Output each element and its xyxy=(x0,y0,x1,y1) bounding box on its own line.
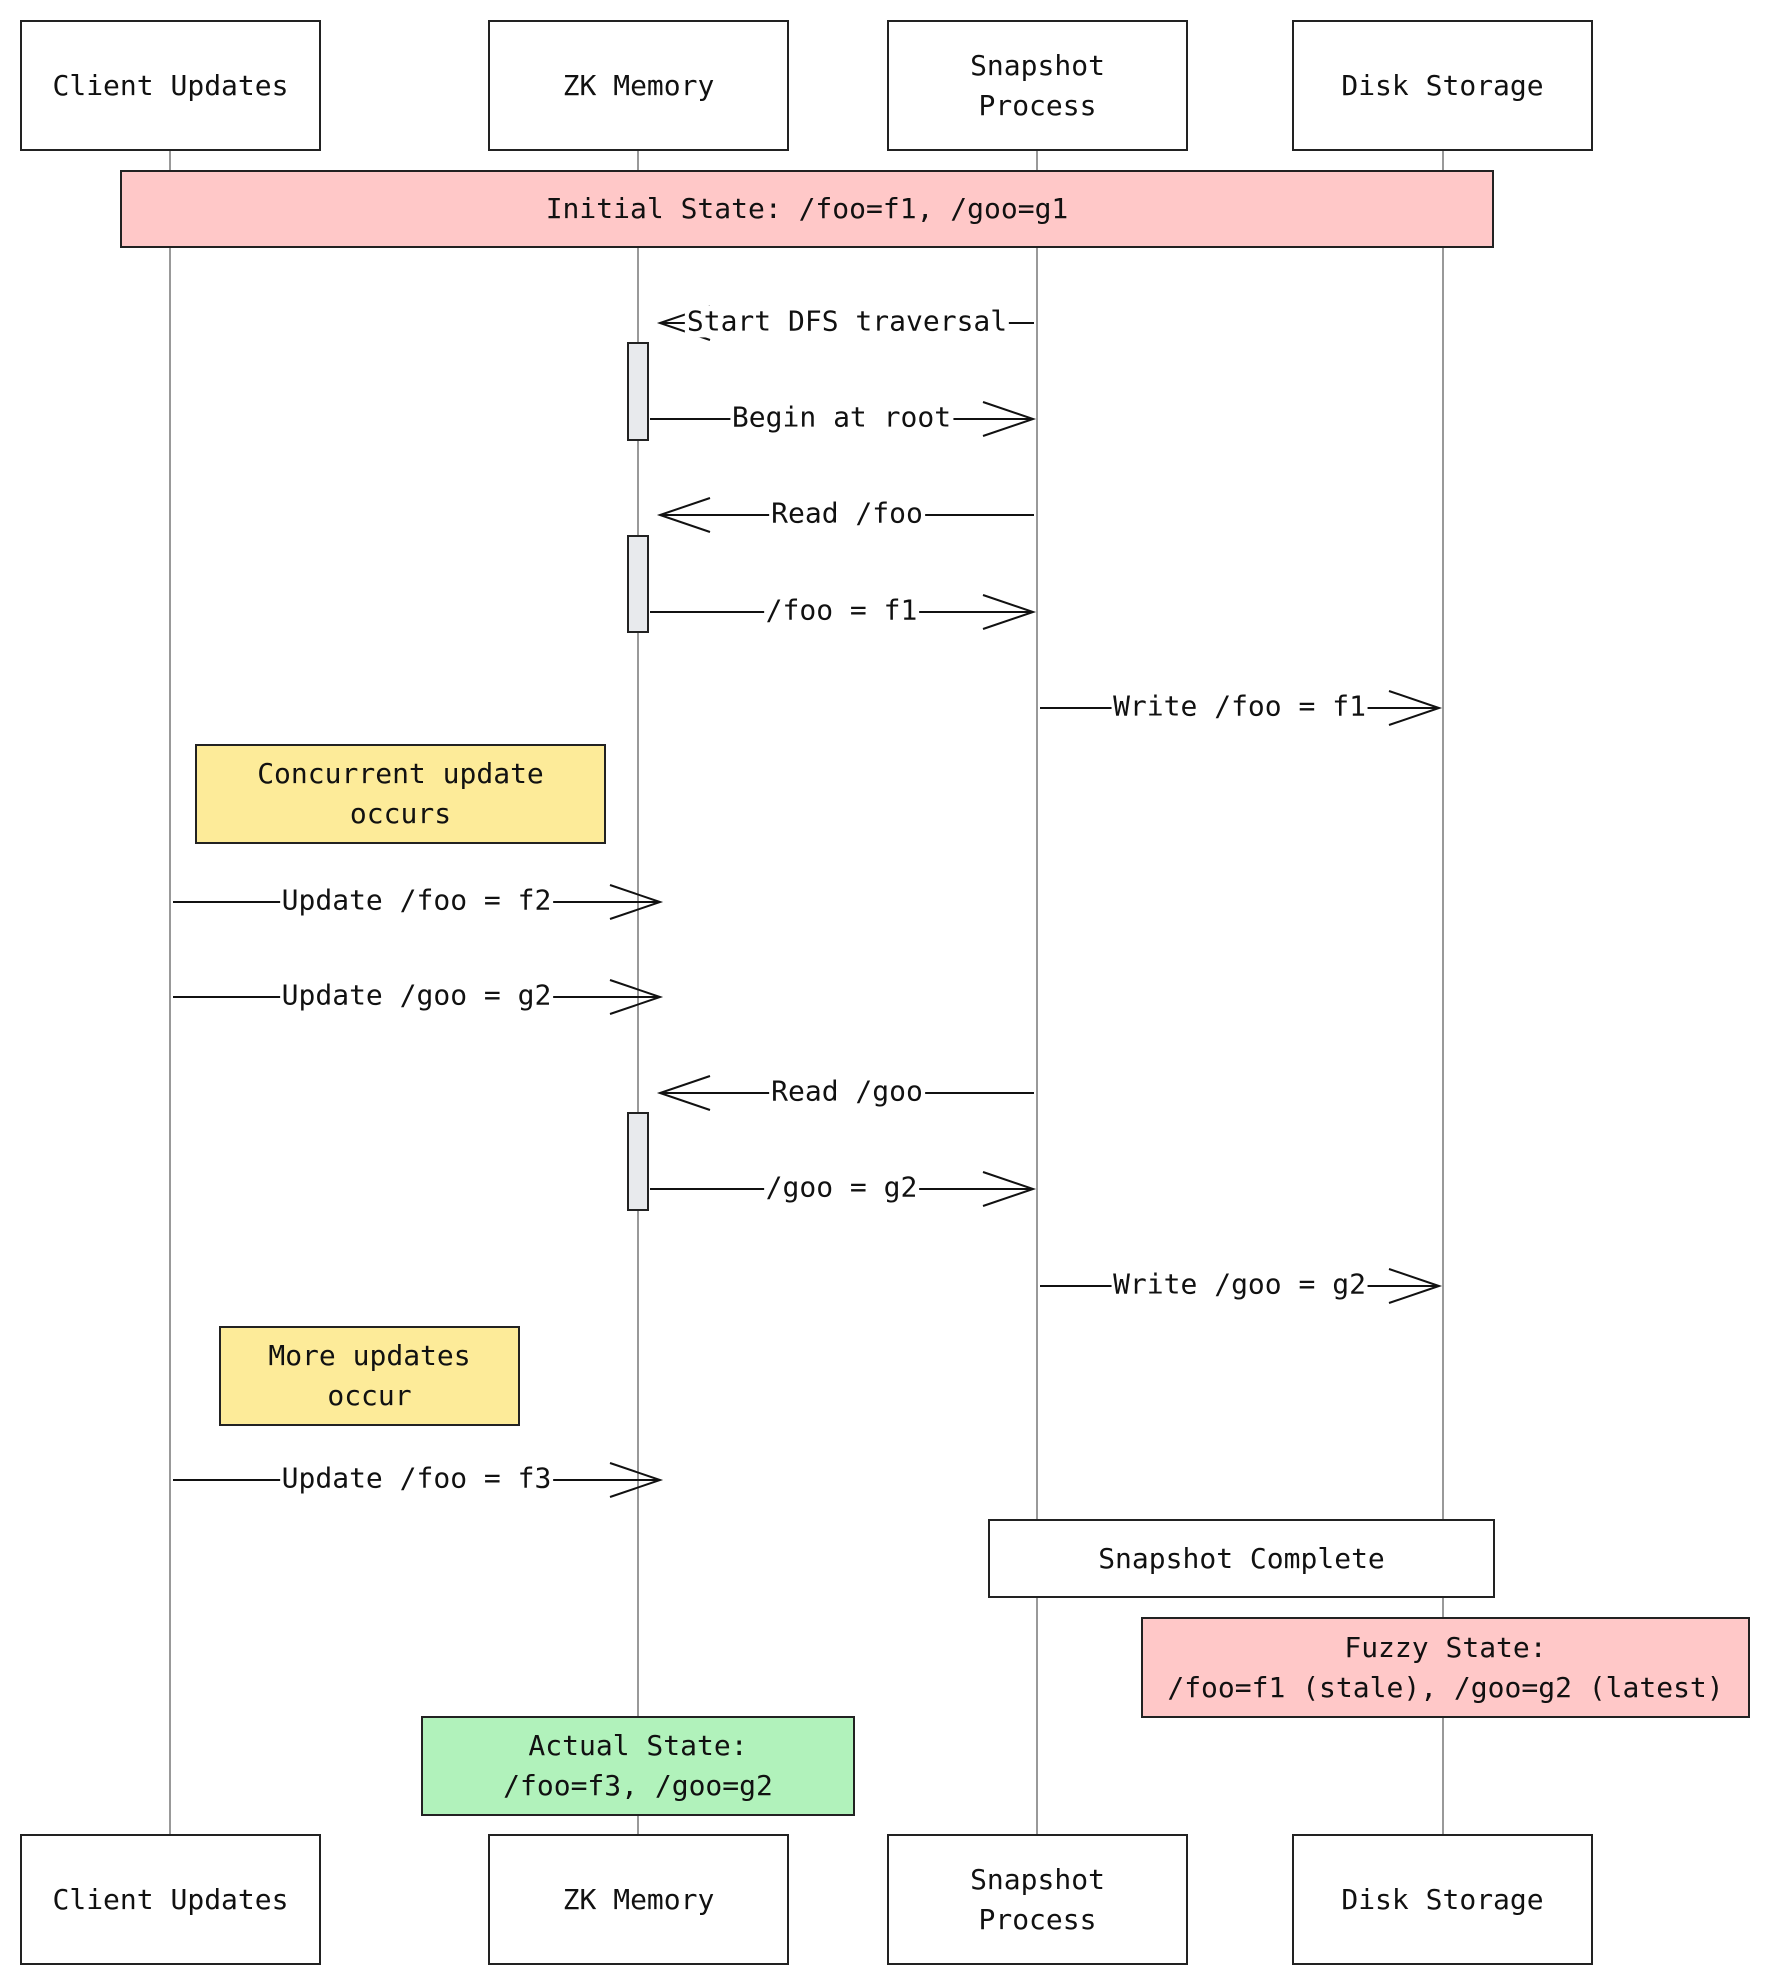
arrowhead-icon xyxy=(609,979,664,1015)
participant-disk-storage-bottom: Disk Storage xyxy=(1292,1834,1593,1965)
message-label: Update /foo = f2 xyxy=(279,883,554,917)
participant-snapshot-process-bottom: Snapshot Process xyxy=(887,1834,1188,1965)
note-actual-state: Actual State: /foo=f3, /goo=g2 xyxy=(421,1716,855,1816)
message-label: Write /foo = f1 xyxy=(1111,689,1368,723)
arrowhead-icon xyxy=(982,401,1037,437)
message-label: Begin at root xyxy=(729,400,954,434)
arrowhead-icon xyxy=(1388,1268,1443,1304)
message-label: Update /goo = g2 xyxy=(279,978,554,1012)
note-fuzzy-state: Fuzzy State: /foo=f1 (stale), /goo=g2 (l… xyxy=(1141,1617,1750,1718)
participant-disk-storage-top: Disk Storage xyxy=(1292,20,1593,151)
arrowhead-icon xyxy=(656,1075,711,1111)
message-label: Update /foo = f3 xyxy=(279,1461,554,1495)
participant-zk-memory-top: ZK Memory xyxy=(488,20,789,151)
participant-zk-memory-bottom: ZK Memory xyxy=(488,1834,789,1965)
participant-snapshot-process-top: Snapshot Process xyxy=(887,20,1188,151)
participant-client-updates-top: Client Updates xyxy=(20,20,321,151)
note-snapshot-complete: Snapshot Complete xyxy=(988,1519,1495,1598)
message-label: Start DFS traversal xyxy=(684,304,1010,338)
message-label: /goo = g2 xyxy=(763,1170,920,1204)
arrowhead-icon xyxy=(656,497,711,533)
participant-client-updates-bottom: Client Updates xyxy=(20,1834,321,1965)
note-concurrent-update: Concurrent update occurs xyxy=(195,744,606,844)
arrowhead-icon xyxy=(609,884,664,920)
activation-bar xyxy=(627,1112,649,1211)
arrowhead-icon xyxy=(609,1462,664,1498)
note-initial-state: Initial State: /foo=f1, /goo=g1 xyxy=(120,170,1494,248)
message-label: Write /goo = g2 xyxy=(1111,1267,1368,1301)
message-label: Read /foo xyxy=(769,496,925,530)
activation-bar xyxy=(627,342,649,441)
message-label: /foo = f1 xyxy=(763,593,920,627)
arrowhead-icon xyxy=(982,594,1037,630)
arrowhead-icon xyxy=(1388,690,1443,726)
message-label: Read /goo xyxy=(769,1074,925,1108)
arrowhead-icon xyxy=(982,1171,1037,1207)
activation-bar xyxy=(627,535,649,633)
note-more-updates: More updates occur xyxy=(219,1326,520,1426)
